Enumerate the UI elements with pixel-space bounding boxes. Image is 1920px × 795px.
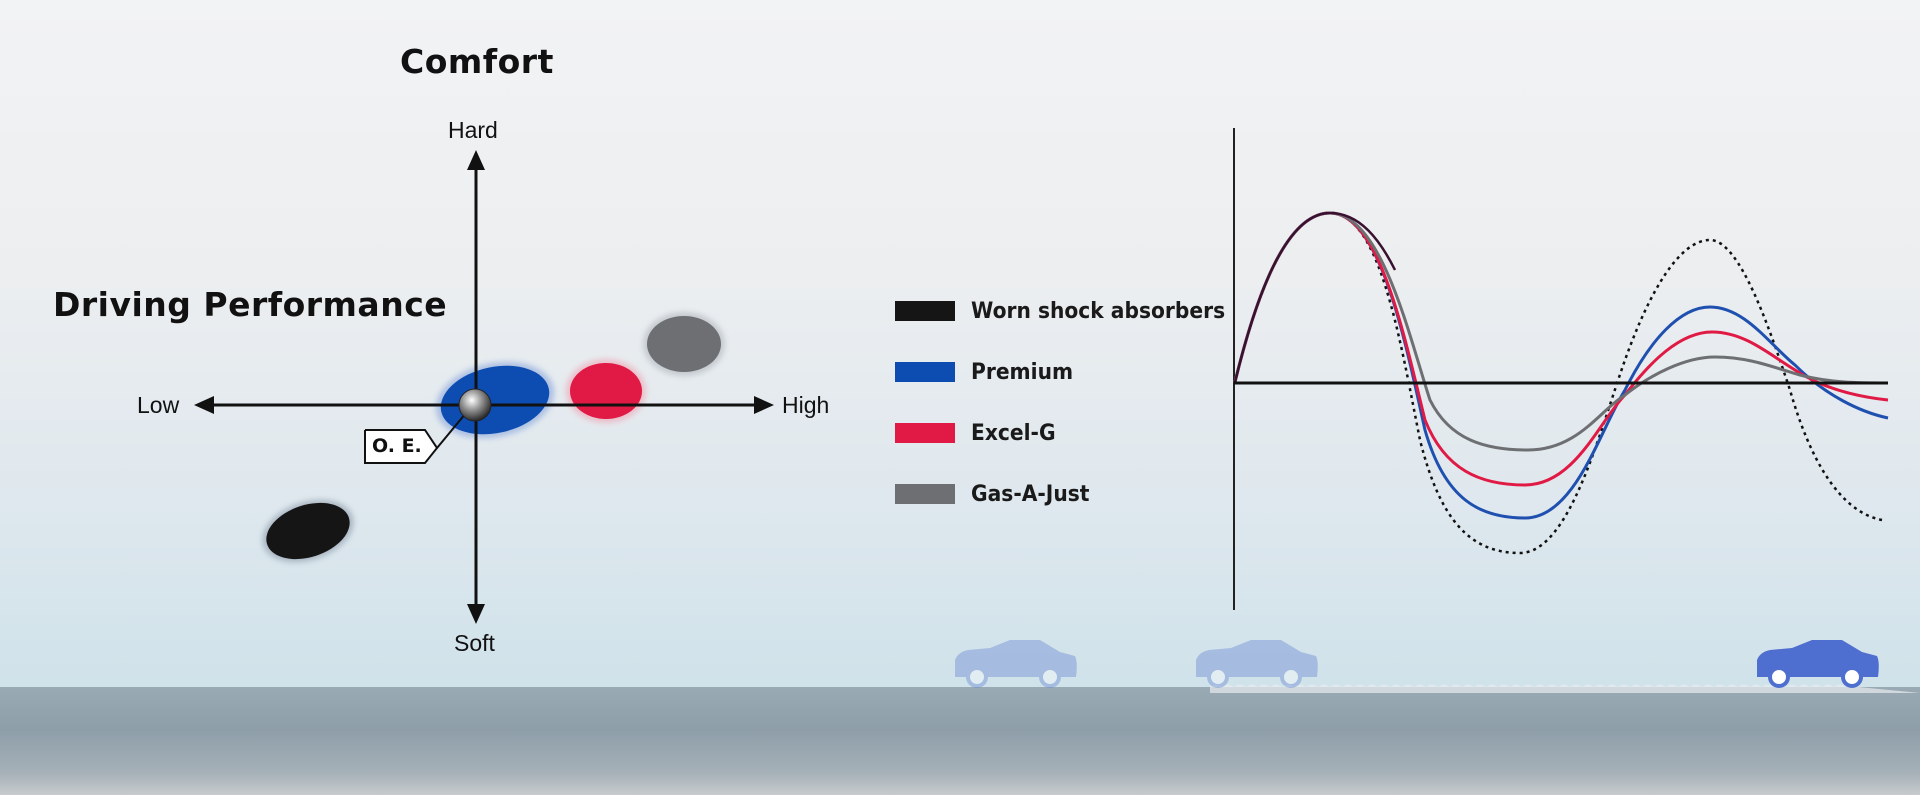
comfort-title: Comfort xyxy=(400,42,554,81)
legend-swatch-premium xyxy=(895,362,955,382)
driving-performance-title: Driving Performance xyxy=(53,285,448,324)
legend-label-premium: Premium xyxy=(971,359,1074,385)
gas-a-just-blob xyxy=(643,312,725,376)
legend-item-excel-g: Excel-G xyxy=(895,418,1063,448)
legend-swatch-gas-a-just xyxy=(895,484,955,504)
legend-swatch-excel-g xyxy=(895,423,955,443)
legend-item-premium: Premium xyxy=(895,357,1082,387)
worn-shock-blob xyxy=(262,499,354,563)
y-axis-bottom-label: Soft xyxy=(454,630,495,656)
legend-swatch-worn xyxy=(895,301,955,321)
y-axis-top-label: Hard xyxy=(448,117,498,143)
x-axis-right-label: High xyxy=(782,392,830,418)
legend-label-worn: Worn shock absorbers xyxy=(971,298,1226,324)
road-surface xyxy=(0,687,1920,795)
legend-label-excel-g: Excel-G xyxy=(971,420,1056,446)
oe-label: O. E. xyxy=(372,435,422,457)
car-icon-1 xyxy=(955,640,1077,688)
oe-callout xyxy=(364,412,467,464)
legend-item-worn: Worn shock absorbers xyxy=(895,296,1247,326)
wave-reference-dotted xyxy=(1233,211,1883,555)
car-icon-2 xyxy=(1196,640,1318,688)
car-icon-3 xyxy=(1757,640,1879,688)
legend-label-gas-a-just: Gas-A-Just xyxy=(971,481,1090,507)
legend-item-gas-a-just: Gas-A-Just xyxy=(895,479,1100,509)
oe-origin-marker xyxy=(458,388,492,422)
road-bumps xyxy=(1210,684,1920,693)
wave-worn xyxy=(1233,211,1397,383)
x-axis-left-label: Low xyxy=(137,392,180,418)
